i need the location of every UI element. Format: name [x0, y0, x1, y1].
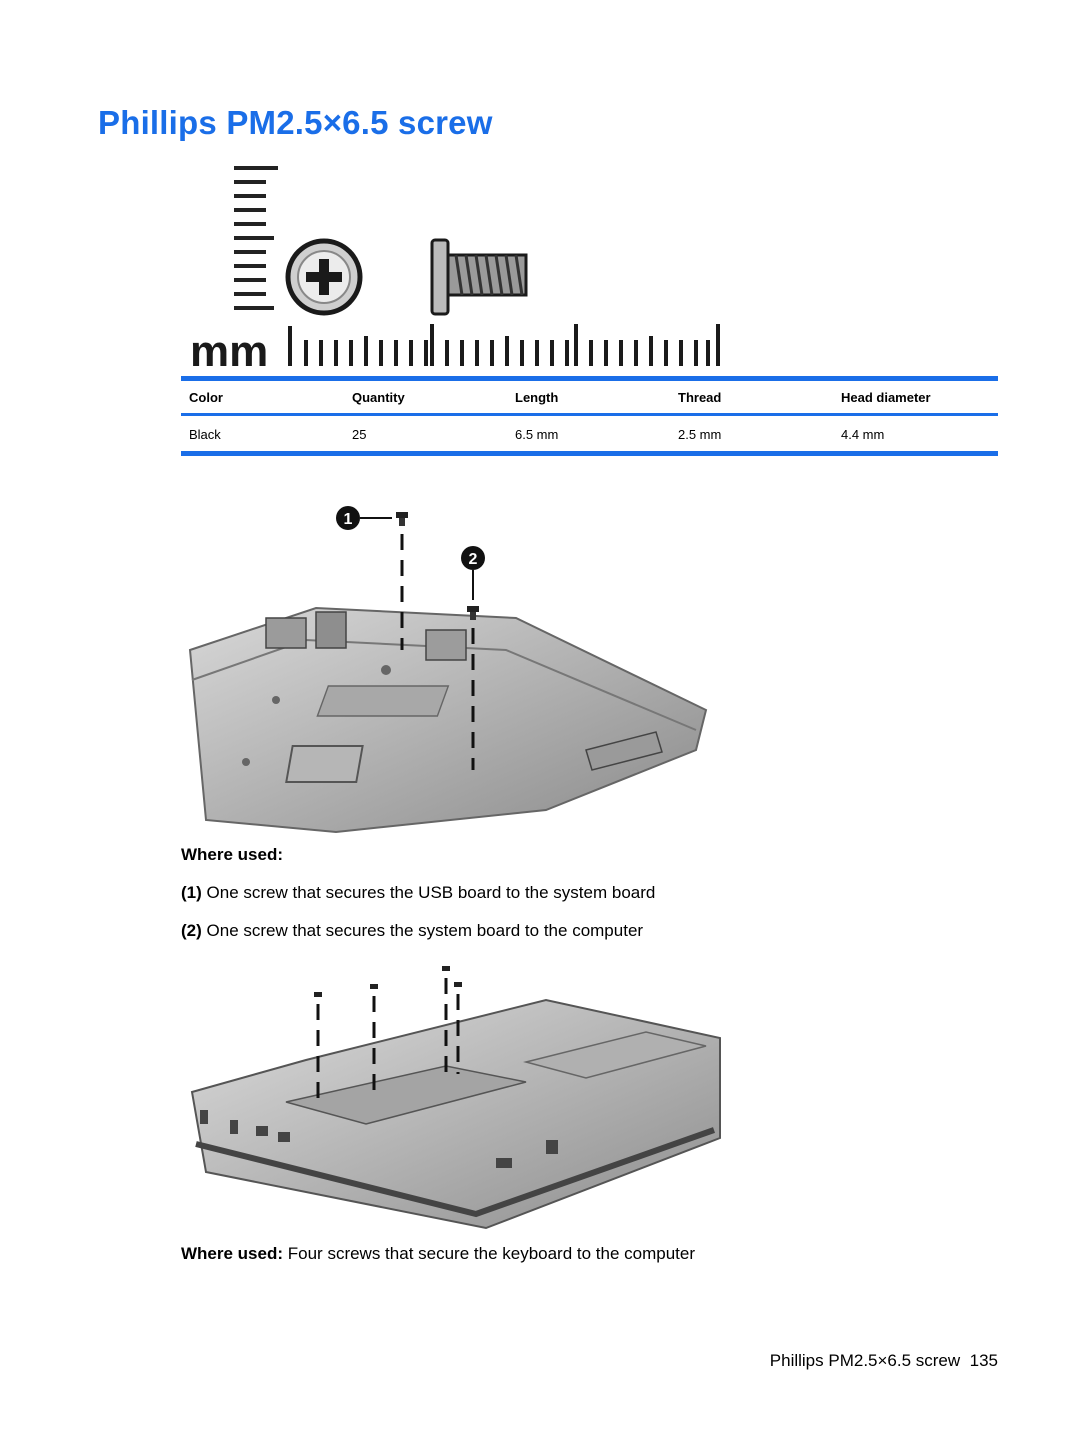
where-used-item-1: (1) One screw that secures the USB board… — [181, 883, 655, 903]
screw-head-icon — [285, 238, 363, 316]
column-header-thread: Thread — [678, 389, 722, 405]
where-used-keyboard: Where used: Four screws that secure the … — [181, 1244, 695, 1264]
where-used-item-1-number: (1) — [181, 883, 202, 902]
callout-2-label: 2 — [469, 551, 478, 568]
computer-bottom-illustration — [190, 966, 721, 1230]
where-used-item-2: (2) One screw that secures the system bo… — [181, 921, 643, 941]
column-header-head-diameter: Head diameter — [841, 389, 931, 405]
cell-color: Black — [189, 426, 221, 442]
keyboard-screw-4-icon — [454, 982, 462, 1074]
keyboard-screw-1-icon — [314, 992, 322, 1104]
where-used-keyboard-label: Where used: — [181, 1244, 284, 1263]
footer-title: Phillips PM2.5×6.5 screw — [769, 1351, 961, 1370]
ruler-unit-label: mm — [190, 327, 268, 372]
vertical-ruler — [234, 166, 278, 310]
cell-head-diameter: 4.4 mm — [841, 426, 885, 442]
callout-1: 1 — [336, 506, 392, 530]
callout-2: 2 — [461, 546, 485, 600]
system-board-illustration: 1 2 — [188, 506, 708, 834]
cell-length: 6.5 mm — [515, 426, 559, 442]
page-number: 135 — [969, 1351, 998, 1370]
table-rule-top — [181, 376, 998, 381]
screw-2-icon — [467, 606, 479, 770]
keyboard-screw-2-icon — [370, 984, 378, 1094]
horizontal-ruler — [288, 324, 720, 366]
column-header-quantity: Quantity — [352, 389, 405, 405]
cell-quantity: 25 — [352, 426, 367, 442]
page-title: Phillips PM2.5×6.5 screw — [98, 104, 493, 141]
column-header-color: Color — [189, 389, 223, 405]
callout-1-label: 1 — [344, 511, 353, 528]
where-used-item-2-number: (2) — [181, 921, 202, 940]
keyboard-screw-3-icon — [442, 966, 450, 1082]
where-used-item-1-text: One screw that secures the USB board to … — [206, 883, 656, 902]
column-header-length: Length — [515, 389, 559, 405]
table-header-row: Color Quantity Length Thread Head diamet… — [181, 376, 998, 414]
where-used-keyboard-text: Four screws that secure the keyboard to … — [287, 1244, 696, 1263]
cell-thread: 2.5 mm — [678, 426, 722, 442]
table-rule-header — [181, 413, 998, 416]
where-used-heading: Where used: — [181, 845, 284, 864]
spec-table: Color Quantity Length Thread Head diamet… — [181, 376, 998, 454]
screw-illustration: mm — [190, 166, 720, 372]
screw-side-icon — [430, 238, 528, 316]
table-rule-bottom — [181, 451, 998, 456]
where-used-item-2-text: One screw that secures the system board … — [206, 921, 644, 940]
table-row: Black 25 6.5 mm 2.5 mm 4.4 mm — [181, 414, 998, 454]
screw-1-icon — [396, 512, 408, 650]
page-footer: Phillips PM2.5×6.5 screw 135 — [770, 1351, 998, 1371]
